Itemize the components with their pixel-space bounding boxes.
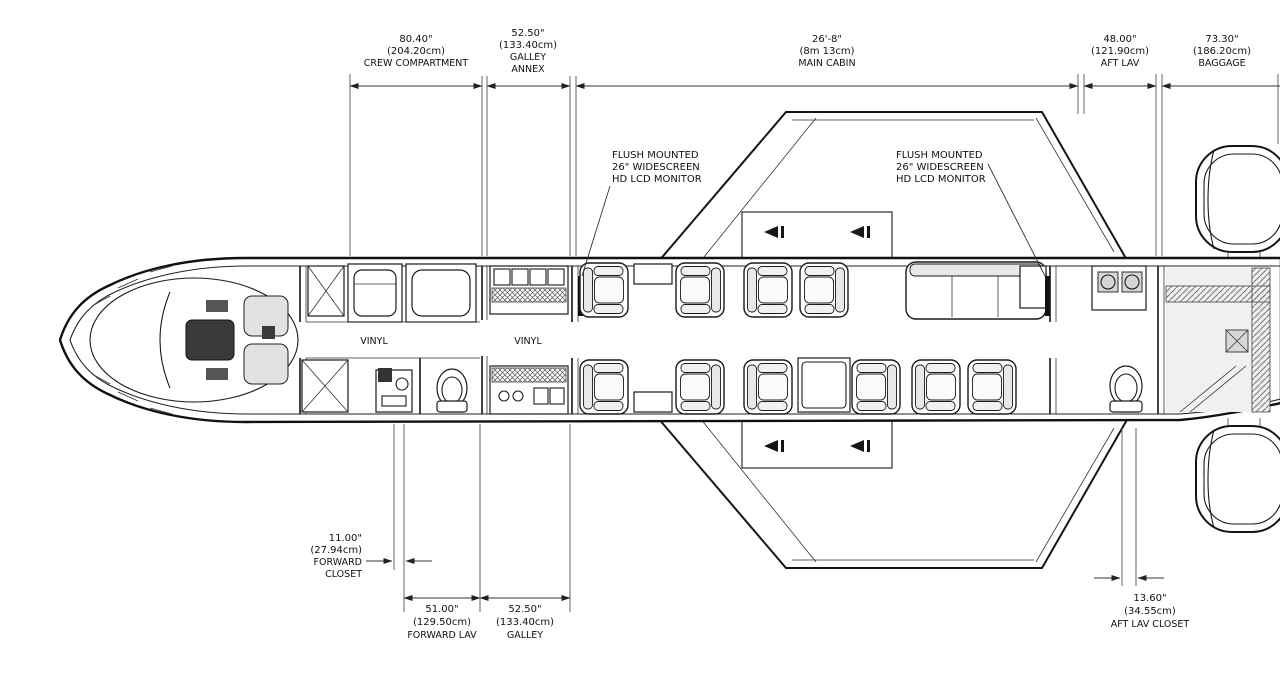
dim-value: 52.50" <box>511 28 544 39</box>
dim-label: FORWARD LAV <box>407 630 477 641</box>
dim-crew-compartment: 80.40" (204.20cm) CREW COMPARTMENT <box>364 34 469 69</box>
vanity-unit <box>375 368 413 413</box>
dim-forward-lav: 51.00" (129.50cm) FORWARD LAV <box>403 424 481 641</box>
dim-baggage: 73.30" (186.20cm) BAGGAGE <box>1193 34 1251 69</box>
annotation-line: FLUSH MOUNTED <box>896 150 983 161</box>
dim-value: 51.00" <box>425 604 458 615</box>
galley-counter-top <box>489 265 569 315</box>
dim-metric: (186.20cm) <box>1193 46 1251 57</box>
cabin-seat <box>743 359 793 415</box>
dim-metric: (133.40cm) <box>499 40 557 51</box>
aft-lav-toilet <box>1109 365 1143 413</box>
bottom-dimensions: 11.00" (27.94cm) FORWARD CLOSET 51.00" (… <box>310 424 1189 641</box>
copilot-seat <box>243 343 289 385</box>
dim-main-cabin: 26'-8" (8m 13cm) MAIN CABIN <box>798 34 855 69</box>
dim-value: 11.00" <box>329 533 362 544</box>
cabin-seat <box>799 262 849 318</box>
annotation-monitor-fwd: FLUSH MOUNTED 26" WIDESCREEN HD LCD MONI… <box>581 150 702 277</box>
hd-monitor-aft <box>1045 276 1050 316</box>
galley-counter-bottom <box>489 365 569 415</box>
dim-aft-lav-closet: 13.60" (34.55cm) AFT LAV CLOSET <box>1094 428 1189 630</box>
cabin-seat <box>967 359 1017 415</box>
cockpit <box>89 265 299 415</box>
cabin-seat <box>911 359 961 415</box>
dim-label: GALLEY <box>507 630 543 641</box>
dim-label: GALLEY <box>510 52 546 63</box>
dim-metric: (34.55cm) <box>1124 606 1176 617</box>
dim-value: 80.40" <box>399 34 432 45</box>
annotation-monitor-aft: FLUSH MOUNTED 26" WIDESCREEN HD LCD MONI… <box>896 150 1046 277</box>
dim-label: BAGGAGE <box>1198 58 1245 69</box>
dim-aft-lav: 48.00" (121.90cm) AFT LAV <box>1091 34 1149 69</box>
aft-lav <box>1091 265 1165 414</box>
upper-wing <box>655 111 1130 263</box>
cabin-seat <box>579 359 629 415</box>
aft-lav-sink <box>1091 265 1147 311</box>
crew-seat <box>347 263 403 323</box>
annotation-line: HD LCD MONITOR <box>612 174 702 185</box>
dim-galley-annex: 52.50" (133.40cm) GALLEY ANNEX <box>499 28 557 75</box>
cockpit-door-panel <box>262 326 275 339</box>
dim-label: AFT LAV CLOSET <box>1111 619 1190 630</box>
dim-metric: (129.50cm) <box>413 617 471 628</box>
dim-value: 73.30" <box>1205 34 1238 45</box>
top-dimensions: 80.40" (204.20cm) CREW COMPARTMENT 52.50… <box>349 28 1280 256</box>
cabin-seat <box>675 359 725 415</box>
annotation-line: HD LCD MONITOR <box>896 174 986 185</box>
forward-closet <box>307 265 345 317</box>
dim-metric: (8m 13cm) <box>799 46 854 57</box>
floor-label-fwd: VINYL <box>360 336 388 347</box>
dim-label: CREW COMPARTMENT <box>364 58 469 69</box>
lower-wing <box>655 417 1130 569</box>
side-table-bottom <box>633 391 673 413</box>
aft-cabinet <box>1019 265 1047 309</box>
dim-label: AFT LAV <box>1101 58 1140 69</box>
annotation-line: 26" WIDESCREEN <box>612 162 700 173</box>
wardrobe <box>301 359 349 413</box>
dim-forward-closet: 11.00" (27.94cm) FORWARD CLOSET <box>310 424 432 612</box>
center-console <box>185 319 235 361</box>
dim-metric: (133.40cm) <box>496 617 554 628</box>
overwing-exit-panel-top <box>741 211 893 263</box>
conference-table <box>797 357 851 413</box>
dim-label: MAIN CABIN <box>798 58 855 69</box>
cabin-seat <box>579 262 629 318</box>
side-table-top <box>633 263 673 285</box>
crew-compartment: VINYL <box>299 263 488 414</box>
cabin-seat <box>743 262 793 318</box>
crew-cabinet <box>405 263 477 323</box>
dim-galley-bottom: 52.50" (133.40cm) GALLEY <box>479 424 571 641</box>
engine-nacelle-top <box>1195 145 1280 258</box>
dim-value: 26'-8" <box>812 34 842 45</box>
dim-label: CLOSET <box>325 569 362 580</box>
dim-value: 13.60" <box>1133 593 1166 604</box>
baggage-compartment <box>1165 267 1271 413</box>
dim-value: 48.00" <box>1103 34 1136 45</box>
floor-label-galley: VINYL <box>514 336 542 347</box>
forward-lav-toilet <box>419 358 468 414</box>
dim-metric: (204.20cm) <box>387 46 445 57</box>
dim-label: ANNEX <box>511 64 545 75</box>
engine-nacelle-bottom <box>1195 418 1280 533</box>
cabin-seat <box>675 262 725 318</box>
dim-metric: (121.90cm) <box>1091 46 1149 57</box>
cabin-seat <box>851 359 901 415</box>
annotation-line: 26" WIDESCREEN <box>896 162 984 173</box>
annotation-line: FLUSH MOUNTED <box>612 150 699 161</box>
dim-label: FORWARD <box>314 557 362 568</box>
dim-metric: (27.94cm) <box>310 545 362 556</box>
dim-value: 52.50" <box>508 604 541 615</box>
